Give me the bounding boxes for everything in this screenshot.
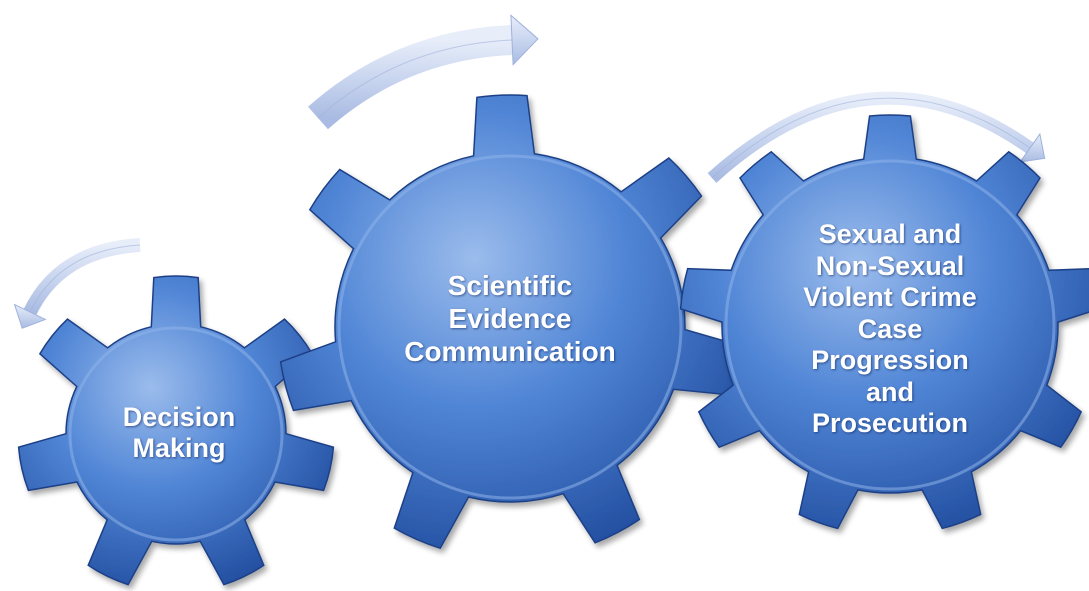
gear-body [679,114,1089,530]
gear-scientific-evidence-communication [279,94,742,550]
gear-bevel [724,159,1056,491]
gear-decision-making [17,275,335,586]
arrow-shaft-edge [317,39,513,119]
gear-body [279,94,742,550]
arrow-shaft [23,238,141,316]
gear-body [17,275,335,586]
curved-arrow-middle [308,14,539,130]
arrowhead [13,303,47,329]
gear-bevel [68,326,284,542]
arrowhead [1019,132,1046,163]
arrow-shaft-edge [29,244,141,313]
gear-case-progression-and-prosecution [679,114,1089,530]
arrowhead [510,14,539,66]
curved-arrow-right [707,91,1046,183]
arrow-shaft-edge [711,97,1031,179]
gear-bevel [337,154,683,500]
curved-arrow-left [13,238,141,329]
